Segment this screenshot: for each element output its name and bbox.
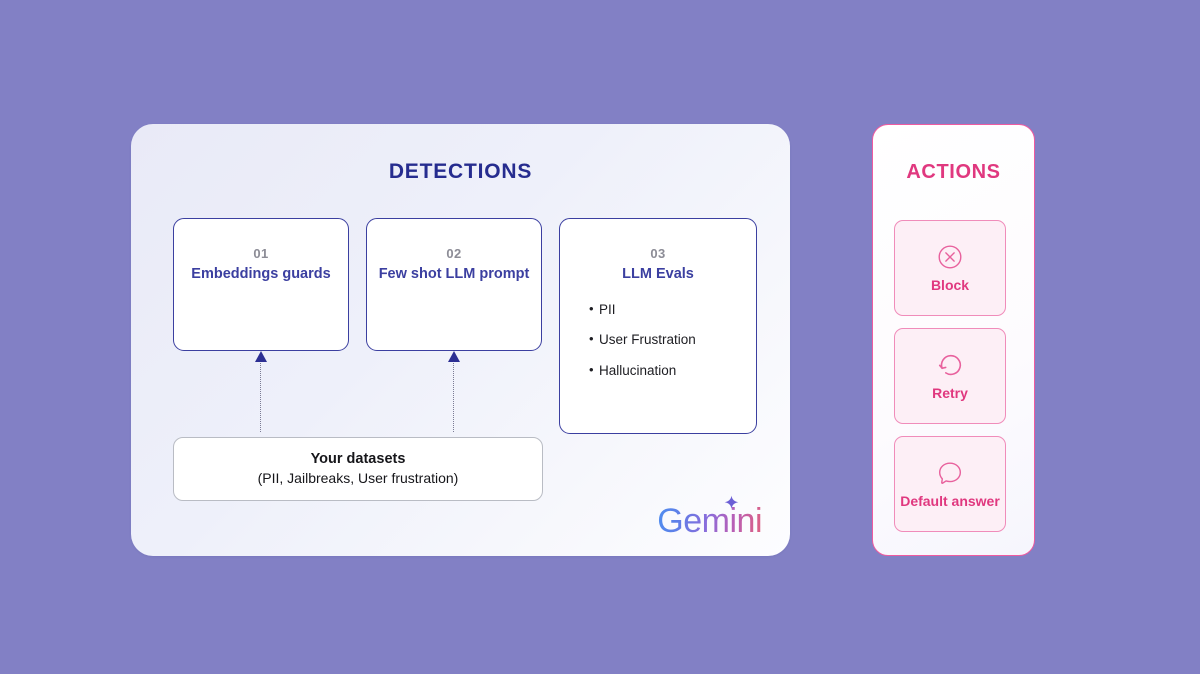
detection-card-title: LLM Evals	[622, 266, 694, 282]
action-label: Block	[930, 277, 970, 294]
detection-card-title: Embeddings guards	[191, 266, 331, 282]
detection-card-number: 03	[650, 246, 666, 261]
action-label: Retry	[932, 385, 968, 402]
detection-card-llm-evals[interactable]: 03 LLM Evals PII User Frustration Halluc…	[559, 218, 757, 434]
arrow-head-icon	[448, 351, 460, 362]
gemini-logo: Gemini	[657, 495, 762, 540]
detection-card-embeddings-guards[interactable]: 01 Embeddings guards	[173, 218, 349, 351]
sparkle-icon	[724, 495, 739, 509]
detection-card-number: 02	[446, 246, 462, 261]
arrow-datasets-to-few-shot-prompt	[448, 351, 460, 432]
arrow-stem	[260, 360, 261, 432]
llm-evals-bullet-list: PII User Frustration Hallucination	[560, 301, 756, 381]
detection-card-few-shot-llm-prompt[interactable]: 02 Few shot LLM prompt	[366, 218, 542, 351]
detections-panel: DETECTIONS 01 Embeddings guards 02 Few s…	[131, 124, 790, 556]
action-card-retry[interactable]: Retry	[894, 328, 1006, 424]
refresh-ccw-icon	[938, 354, 962, 376]
chat-bubble-icon	[938, 462, 962, 485]
your-datasets-box[interactable]: Your datasets (PII, Jailbreaks, User fru…	[173, 437, 543, 501]
actions-title: ACTIONS	[906, 161, 1001, 183]
your-datasets-subtitle: (PII, Jailbreaks, User frustration)	[257, 470, 459, 487]
list-item: Hallucination	[589, 362, 756, 380]
list-item: User Frustration	[589, 331, 756, 349]
detection-card-title: Few shot LLM prompt	[378, 266, 530, 282]
detection-card-number: 01	[253, 246, 269, 261]
arrow-head-icon	[255, 351, 267, 362]
action-label: Default answer	[900, 493, 1000, 510]
your-datasets-title: Your datasets	[310, 450, 406, 467]
detections-title: DETECTIONS	[388, 160, 533, 183]
circle-x-icon	[938, 245, 962, 269]
actions-panel: ACTIONS Block Retry Default answer	[872, 124, 1035, 556]
arrow-datasets-to-embeddings-guards	[255, 351, 267, 432]
list-item: PII	[589, 301, 756, 319]
arrow-stem	[453, 360, 454, 432]
gemini-wordmark: Gemini	[657, 502, 762, 540]
action-card-block[interactable]: Block	[894, 220, 1006, 316]
action-card-default-answer[interactable]: Default answer	[894, 436, 1006, 532]
